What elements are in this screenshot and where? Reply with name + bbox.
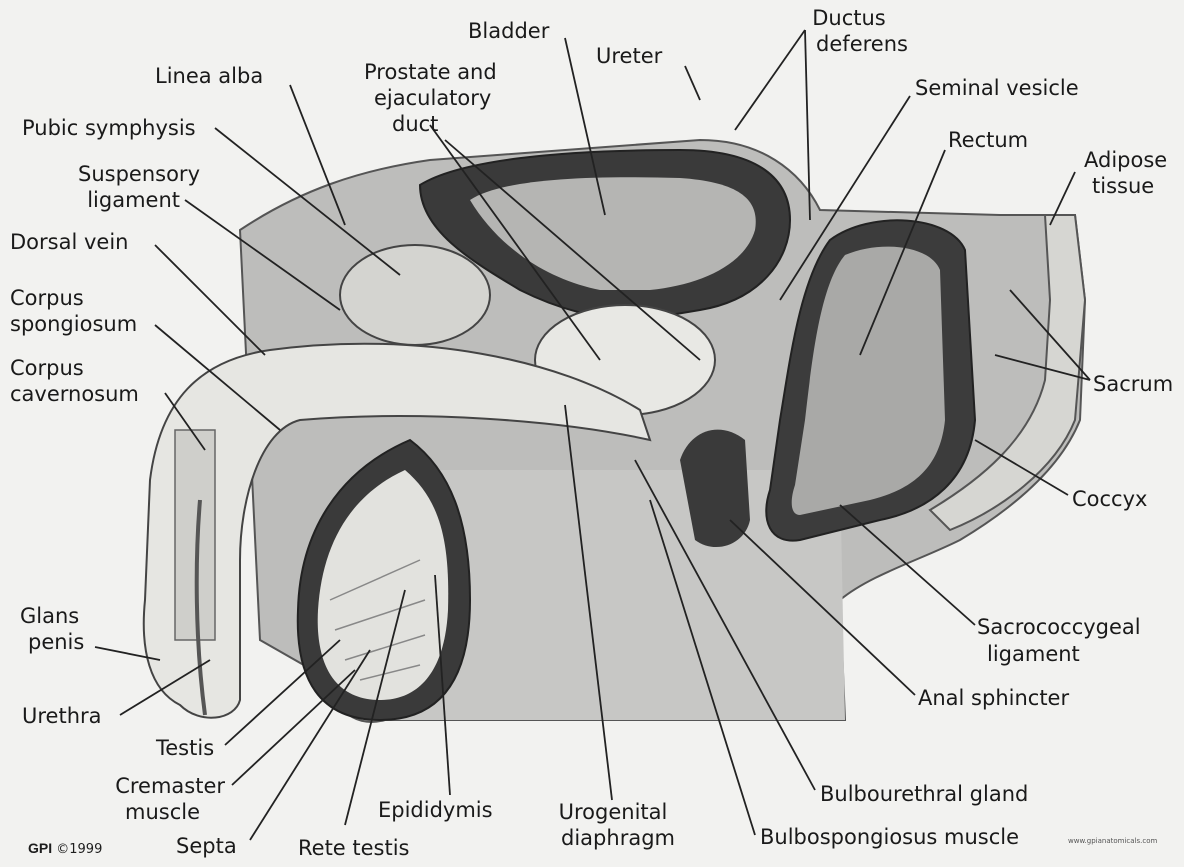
label-spongiosum-2: spongiosum xyxy=(10,312,137,336)
pubic-symphysis xyxy=(340,245,490,345)
label-rete-testis: Rete testis xyxy=(298,836,410,860)
label-seminal-vesicle: Seminal vesicle xyxy=(915,76,1079,100)
label-spongiosum-1: Corpus xyxy=(10,286,84,310)
label-septa: Septa xyxy=(176,834,237,858)
label-bulbourethral-gland: Bulbourethral gland xyxy=(820,782,1028,806)
brand-mark: GPI xyxy=(28,840,52,856)
label-cremaster-2: muscle xyxy=(80,800,200,824)
label-linea-alba: Linea alba xyxy=(155,64,263,88)
copyright-credit: GPI ©1999 xyxy=(28,840,102,857)
label-cremaster-1: Cremaster xyxy=(80,774,225,798)
label-testis: Testis xyxy=(156,736,214,760)
label-adipose-1: Adipose xyxy=(1084,148,1167,172)
label-bulbospongiosus-muscle: Bulbospongiosus muscle xyxy=(760,825,1019,849)
label-bladder: Bladder xyxy=(468,19,549,43)
label-urogenital-2: diaphragm xyxy=(548,826,688,850)
label-prostate-2: ejaculatory xyxy=(374,86,491,110)
label-prostate-1: Prostate and xyxy=(364,60,497,84)
label-sacrum: Sacrum xyxy=(1093,372,1173,396)
label-ductus-deferens-1: Ductus xyxy=(812,6,886,30)
corpus-cavernosum xyxy=(175,430,215,640)
label-coccyx: Coccyx xyxy=(1072,487,1147,511)
label-suspensory-1: Suspensory xyxy=(40,162,200,186)
label-sacrococcygeal-1: Sacrococcygeal xyxy=(977,615,1141,639)
label-epididymis: Epididymis xyxy=(378,798,493,822)
label-sacrococcygeal-2: ligament xyxy=(987,642,1080,666)
label-suspensory-2: ligament xyxy=(40,188,180,212)
label-pubic-symphysis: Pubic symphysis xyxy=(22,116,196,140)
label-adipose-2: tissue xyxy=(1092,174,1154,198)
label-glans-1: Glans xyxy=(20,604,79,628)
copyright-year: ©1999 xyxy=(56,842,102,857)
label-rectum: Rectum xyxy=(948,128,1028,152)
label-cavernosum-1: Corpus xyxy=(10,356,84,380)
label-anal-sphincter: Anal sphincter xyxy=(918,686,1069,710)
source-url: www.gpianatomicals.com xyxy=(1068,837,1157,845)
label-urethra: Urethra xyxy=(22,704,102,728)
label-urogenital-1: Urogenital xyxy=(548,800,678,824)
label-cavernosum-2: cavernosum xyxy=(10,382,139,406)
label-ureter: Ureter xyxy=(596,44,662,68)
label-dorsal-vein: Dorsal vein xyxy=(10,230,128,254)
label-prostate-3: duct xyxy=(392,112,438,136)
label-ductus-deferens-2: deferens xyxy=(812,32,912,56)
label-glans-2: penis xyxy=(28,630,84,654)
